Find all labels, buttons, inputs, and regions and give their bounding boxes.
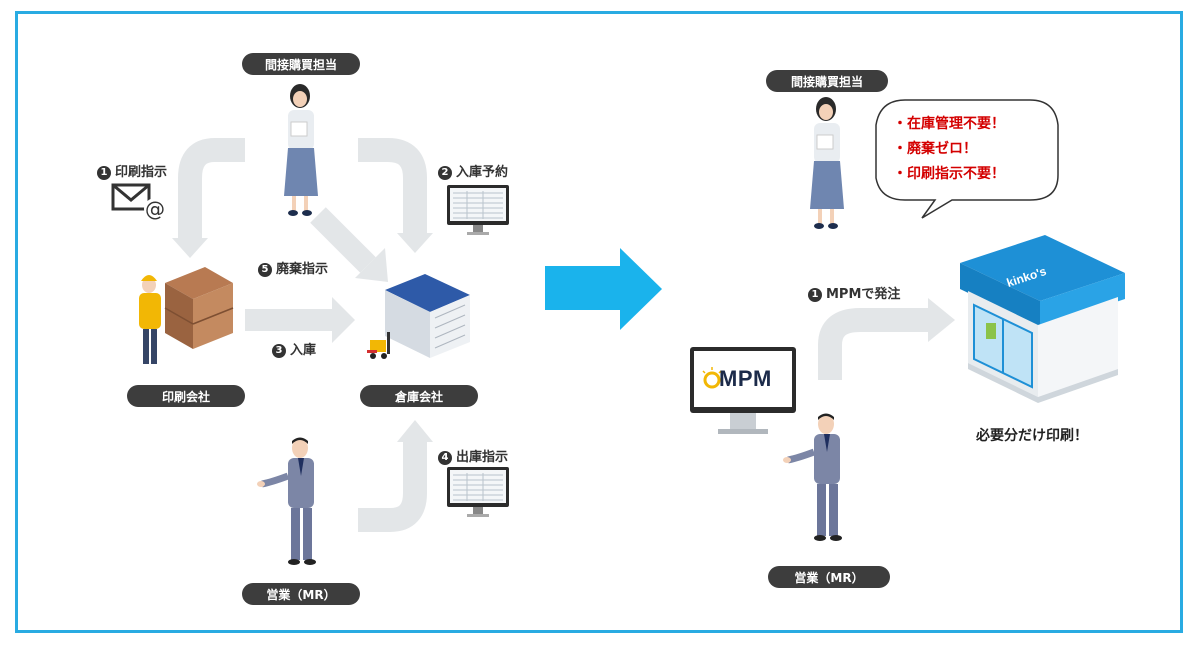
- flow-arrow-5: [310, 207, 376, 273]
- step-label-order: 1 MPMで発注: [808, 283, 900, 302]
- pill-sales: 営業（MR）: [242, 583, 360, 605]
- flow-arrow-4: [358, 440, 427, 532]
- step-number: 5: [258, 263, 272, 277]
- person-icon: [783, 413, 842, 541]
- person-icon: [257, 437, 316, 565]
- caption-print-only-needed: 必要分だけ印刷！: [976, 428, 1088, 444]
- person-icon: [284, 84, 318, 216]
- step-number: 1: [97, 166, 111, 180]
- flow-arrow-5-head: [355, 248, 388, 282]
- svg-text:@: @: [145, 197, 165, 221]
- boxes-icon: [139, 267, 234, 364]
- pill-warehouse-company: 倉庫会社: [360, 385, 478, 407]
- step-number: 3: [272, 344, 286, 358]
- flow-arrow-3: [245, 309, 333, 331]
- step-text: 入庫: [290, 343, 317, 358]
- flow-arrow-1-head: [172, 238, 208, 258]
- step-text: MPMで発注: [826, 287, 901, 302]
- step-number: 4: [438, 451, 452, 465]
- step-text: 入庫予約: [456, 165, 509, 180]
- step-label-5: 5 廃棄指示: [258, 258, 328, 277]
- flow-arrow-2-head: [397, 233, 433, 253]
- step-number: 1: [808, 288, 822, 302]
- step-text: 廃棄指示: [276, 262, 329, 277]
- flow-arrow-2: [358, 138, 427, 235]
- big-arrow-shaft: [545, 266, 623, 310]
- step-text: 出庫指示: [456, 450, 509, 465]
- mail-at-icon: @: [111, 183, 166, 221]
- step-label-3: 3 入庫: [272, 339, 316, 358]
- speech-bubble: [875, 99, 1059, 219]
- pill-indirect-purchasing: 間接購買担当: [242, 53, 360, 75]
- monitor-mpm-icon: [690, 347, 796, 434]
- pill-sales-right: 営業（MR）: [768, 566, 890, 588]
- mpm-logo-text: MPM: [719, 366, 772, 391]
- step-text: 印刷指示: [115, 165, 168, 180]
- flow-arrow-4-head: [397, 420, 433, 442]
- monitor-table-icon: [447, 185, 509, 235]
- store-icon: [960, 235, 1125, 403]
- order-arrow: [818, 308, 930, 380]
- forklift-icon: [367, 332, 390, 359]
- person-icon: [810, 97, 844, 229]
- step-label-1: 1 印刷指示: [97, 161, 167, 180]
- warehouse-icon: [367, 274, 470, 359]
- bubble-text: ・在庫管理不要！ ・廃棄ゼロ！ ・印刷指示不要！: [893, 112, 1005, 187]
- step-number: 2: [438, 166, 452, 180]
- bubble-line-inventory: ・在庫管理不要！: [893, 116, 1005, 132]
- step-label-4: 4 出庫指示: [438, 446, 508, 465]
- bubble-line-print-instruction: ・印刷指示不要！: [893, 166, 1005, 182]
- flow-arrow-1: [178, 138, 245, 240]
- step-label-2: 2 入庫予約: [438, 161, 508, 180]
- bubble-line-disposal: ・廃棄ゼロ！: [893, 141, 977, 157]
- pill-indirect-purchasing-right: 間接購買担当: [766, 70, 888, 92]
- monitor-table-icon: [447, 467, 509, 517]
- flow-arrow-3-head: [332, 297, 355, 343]
- pill-printing-company: 印刷会社: [127, 385, 245, 407]
- order-arrow-head: [928, 298, 955, 342]
- big-arrow-head: [620, 248, 662, 330]
